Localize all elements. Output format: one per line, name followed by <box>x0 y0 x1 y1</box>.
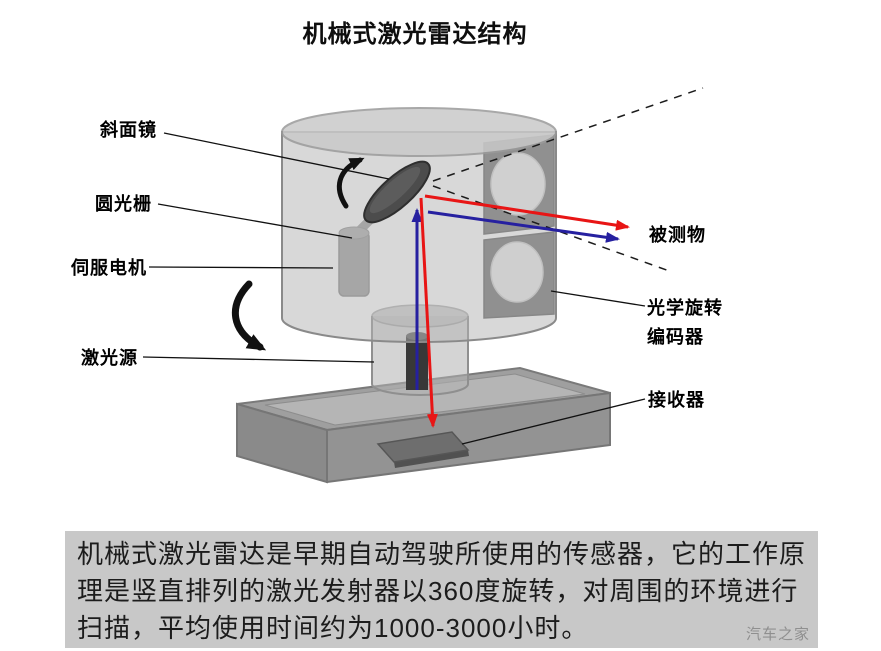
diagram-canvas <box>142 87 704 484</box>
label-circular-grating: 圆光栅 <box>95 194 152 214</box>
label-measured-object: 被测物 <box>649 225 706 245</box>
label-optical-encoder-line2: 编码器 <box>647 327 704 347</box>
label-receiver: 接收器 <box>648 390 705 410</box>
page-title: 机械式激光雷达结构 <box>302 21 528 48</box>
watermark: 汽车之家 <box>745 626 810 643</box>
leader-circular-grating <box>157 203 353 239</box>
receiver-plate <box>376 431 470 463</box>
fov-dashed-line-upper <box>432 87 704 182</box>
body-rotation-arrow <box>231 280 267 351</box>
mirror-rotation-arrow <box>336 157 365 209</box>
label-inclined-mirror: 斜面镜 <box>100 120 157 140</box>
leader-optical-encoder <box>550 290 646 307</box>
leader-receiver <box>461 398 646 445</box>
leader-laser-source <box>142 356 375 363</box>
cylinder-body <box>281 131 557 343</box>
return-beam-vertical <box>419 197 438 428</box>
leader-servo-motor <box>148 266 334 269</box>
caption-box: 机械式激光雷达是早期自动驾驶所使用的传感器，它的工作原理是竖直排列的激光发射器以… <box>65 531 818 648</box>
receiver-plate-edge <box>394 450 469 468</box>
inclined-mirror-highlight <box>369 166 421 214</box>
return-beam-horizontal <box>424 194 630 231</box>
leader-inclined-mirror <box>163 132 390 180</box>
label-laser-source: 激光源 <box>81 348 138 368</box>
lidar-structure-diagram: 斜面镜 圆光栅 伺服电机 激光源 被测物 光学旋转 编码器 接收器 <box>71 87 723 484</box>
caption-text: 机械式激光雷达是早期自动驾驶所使用的传感器，它的工作原理是竖直排列的激光发射器以… <box>77 539 807 643</box>
label-optical-encoder-line1: 光学旋转 <box>647 298 723 318</box>
label-servo-motor: 伺服电机 <box>71 258 147 278</box>
outgoing-beam-horizontal <box>427 210 620 243</box>
cylinder-top <box>281 107 557 157</box>
